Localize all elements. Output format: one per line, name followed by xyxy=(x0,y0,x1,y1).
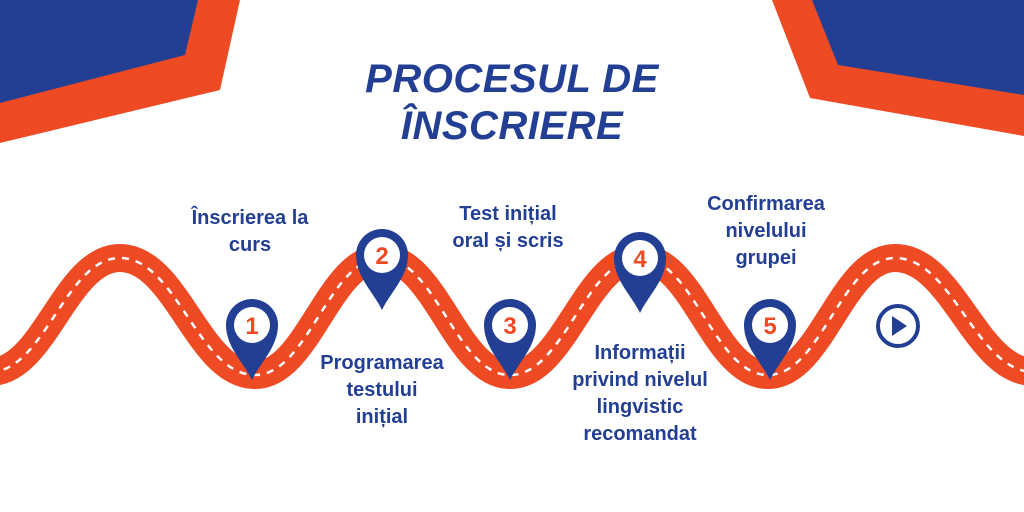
step-3-label: Test inițial oral și scris xyxy=(428,201,588,255)
step-3-label-line: Test inițial xyxy=(459,203,557,225)
step-2-label-line: testului xyxy=(346,379,418,401)
step-3-label-line: oral și scris xyxy=(452,230,564,252)
step-5-label-line: grupei xyxy=(735,247,797,269)
map-pin-icon: 1 xyxy=(226,299,278,380)
step-number: 4 xyxy=(633,246,647,273)
step-number: 1 xyxy=(245,313,258,340)
step-4-label: Informații privind nivelul lingvistic re… xyxy=(558,340,722,448)
step-2-label-line: Programarea xyxy=(320,352,444,374)
step-4-label-line: recomandat xyxy=(583,423,697,445)
step-number: 5 xyxy=(763,313,776,340)
map-pin-icon: 2 xyxy=(356,229,408,310)
corner-decoration-right xyxy=(772,0,1024,136)
step-1-label: Înscrierea la curs xyxy=(160,205,340,259)
page-title-line-2: ÎNSCRIERE xyxy=(400,104,624,148)
map-pin-icon: 5 xyxy=(744,299,796,380)
step-5-label: Confirmarea nivelului grupei xyxy=(686,191,846,272)
step-4-label-line: privind nivelul xyxy=(572,369,708,391)
step-number: 3 xyxy=(503,313,516,340)
page-title-line-1: PROCESUL DE xyxy=(365,57,659,101)
play-icon xyxy=(876,304,920,348)
map-pin-icon: 4 xyxy=(614,232,666,313)
map-pin-icon: 3 xyxy=(484,299,536,380)
step-2-label-line: inițial xyxy=(355,406,409,428)
corner-decoration-left xyxy=(0,0,240,143)
step-5-label-line: Confirmarea xyxy=(707,193,825,215)
step-number: 2 xyxy=(375,243,388,270)
step-1-label-line: curs xyxy=(228,234,272,256)
step-2-label: Programarea testului inițial xyxy=(302,350,462,431)
step-4-label-line: Informații xyxy=(594,342,686,364)
step-5-label-line: nivelului xyxy=(725,220,807,242)
step-4-label-line: lingvistic xyxy=(596,396,684,418)
step-1-label-line: Înscrierea la xyxy=(191,207,309,229)
